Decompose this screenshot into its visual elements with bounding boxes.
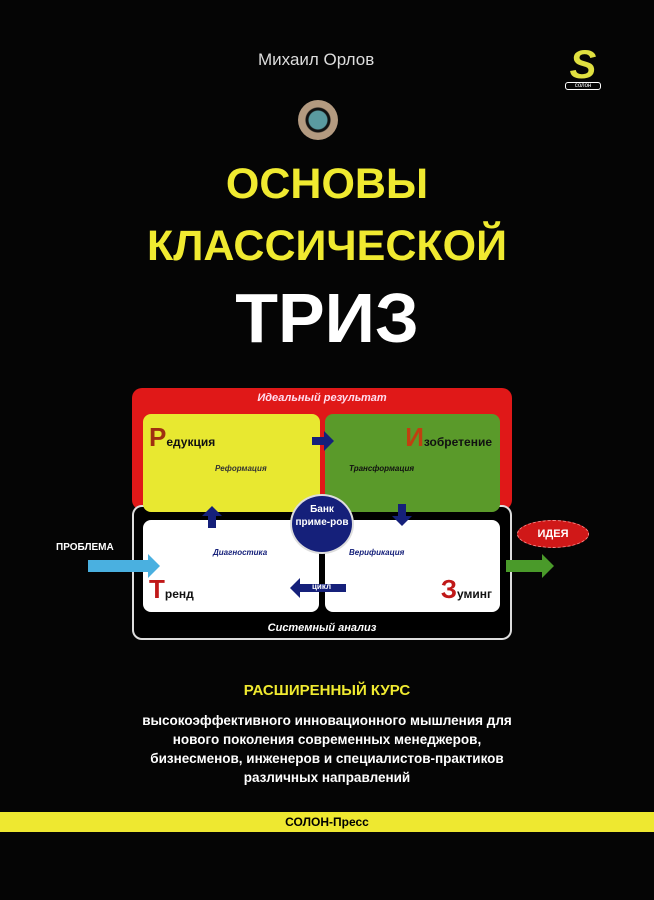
publisher-name: СОЛОН-Пресс: [285, 815, 369, 829]
title-line-3: ТРИЗ: [235, 279, 419, 357]
description-line: высокоэффективного инновационного мышлен…: [142, 713, 512, 728]
emblem-icon: [298, 100, 338, 140]
arrow-left-cycle-icon: [290, 578, 346, 598]
idea-arrow-icon: [506, 554, 554, 578]
description-line: бизнесменов, инженеров и специалистов-пр…: [150, 751, 504, 766]
publisher-strip: [0, 812, 654, 832]
cycle-label: цикл: [312, 582, 332, 591]
description: высокоэффективного инновационного мышлен…: [40, 711, 614, 787]
problem-arrow-icon: [88, 554, 160, 578]
description-line: нового поколения современных менеджеров,: [172, 732, 482, 747]
examples-bank-circle: Банк приме-ров: [290, 494, 354, 554]
quadrant-invention: Изобретение Трансформация: [325, 414, 500, 512]
idea-badge: ИДЕЯ: [517, 520, 589, 548]
arrow-right-icon: [312, 431, 334, 451]
author-name: Михаил Орлов: [258, 50, 375, 69]
description-line: различных направлений: [243, 770, 411, 785]
ideal-result-label: Идеальный результат: [257, 392, 387, 404]
quadrant-zooming: Верификация Зуминг: [325, 520, 500, 612]
quadrant-reduction: Редукция Реформация: [143, 414, 320, 512]
title-line-2: КЛАССИЧЕСКОЙ: [147, 222, 507, 270]
quadrant-trend: Диагностика Тренд: [143, 520, 319, 612]
arrow-up-icon: [202, 506, 222, 528]
system-analysis-label: Системный анализ: [267, 622, 377, 634]
title-line-1: ОСНОВЫ: [225, 160, 429, 208]
problem-label: ПРОБЛЕМА: [56, 542, 114, 553]
course-heading: РАСШИРЕННЫЙ КУРС: [243, 682, 411, 699]
arrow-down-icon: [392, 504, 412, 526]
